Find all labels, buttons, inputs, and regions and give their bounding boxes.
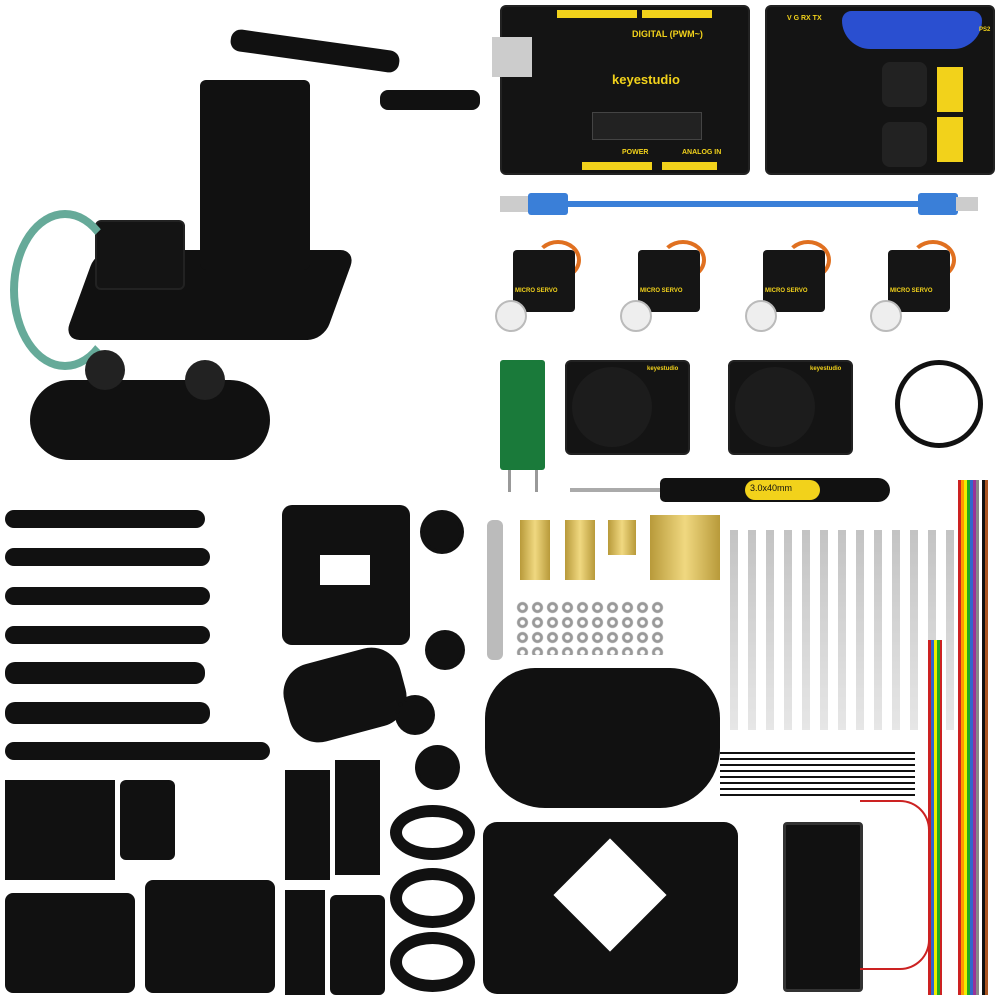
acrylic-panel — [5, 780, 115, 880]
screw-grid — [730, 530, 955, 730]
joystick-controller-plate — [30, 380, 270, 460]
joystick-brand: keyestudio — [810, 366, 842, 372]
motor-shield-board: V G RX TX PS2 — [765, 5, 995, 175]
arm-upper — [229, 28, 401, 74]
keyestudio-main-board: DIGITAL (PWM~) keyestudio POWER ANALOG I… — [492, 5, 750, 175]
bluetooth-pins — [508, 470, 538, 492]
dc-jack-cable — [860, 800, 930, 970]
brass-standoffs — [608, 520, 636, 555]
acrylic-panel — [330, 895, 385, 995]
brass-standoffs — [650, 515, 720, 580]
brass-standoffs — [565, 520, 595, 580]
acrylic-panel — [145, 880, 275, 993]
bracket-cutout — [320, 555, 370, 585]
acrylic-oval — [390, 868, 475, 928]
digital-label: DIGITAL (PWM~) — [632, 29, 703, 39]
servo-header — [937, 117, 963, 162]
joystick-brand: keyestudio — [647, 366, 679, 372]
arm-tower — [200, 80, 310, 270]
microcontroller-chip — [592, 112, 702, 140]
cable-ties — [720, 752, 915, 797]
joystick-module: keyestudio — [565, 360, 690, 455]
acrylic-oval — [390, 932, 475, 992]
servo-header — [937, 67, 963, 112]
brass-standoffs — [520, 520, 550, 580]
acrylic-panel — [120, 780, 175, 860]
servo-label: MICRO SERVO — [890, 288, 933, 294]
acrylic-panel — [335, 760, 380, 875]
joystick-knob — [85, 350, 125, 390]
digital-header — [642, 10, 712, 18]
dupont-wire-short — [928, 640, 942, 995]
acrylic-link — [5, 702, 210, 724]
joystick-module: keyestudio — [728, 360, 853, 455]
wrench — [487, 520, 503, 660]
ps2-label: PS2 — [979, 27, 991, 33]
micro-servo: MICRO SERVO — [870, 240, 960, 340]
power-label: POWER — [622, 149, 649, 156]
micro-servo: MICRO SERVO — [495, 240, 585, 340]
analog-label: ANALOG IN — [682, 149, 722, 156]
usb-port — [492, 37, 532, 77]
acrylic-link — [5, 510, 205, 528]
servo-label: MICRO SERVO — [515, 288, 558, 294]
micro-servo: MICRO SERVO — [620, 240, 710, 340]
acrylic-link — [5, 587, 210, 605]
acrylic-panel — [5, 893, 135, 993]
screwdriver: 3.0x40mm — [570, 470, 895, 510]
assembled-robot-arm — [10, 10, 490, 480]
dupont-wire-bundle — [958, 480, 988, 995]
usb-cable — [500, 193, 980, 215]
acrylic-gripper-part — [276, 640, 414, 750]
acrylic-link — [5, 742, 270, 760]
battery-holder — [783, 822, 863, 992]
screwdriver-size-label: 3.0x40mm — [750, 483, 793, 493]
gear — [395, 695, 435, 735]
micro-servo: MICRO SERVO — [745, 240, 835, 340]
arm-gripper — [380, 90, 480, 110]
joystick-knob — [185, 360, 225, 400]
acrylic-panel — [285, 890, 325, 995]
power-header — [582, 162, 652, 170]
acrylic-panel — [285, 770, 330, 880]
ps2-receiver-socket — [842, 11, 982, 49]
bluetooth-module — [500, 360, 545, 470]
acrylic-link — [5, 626, 210, 644]
gear — [425, 630, 465, 670]
acrylic-link — [5, 662, 205, 684]
gear — [420, 510, 464, 554]
ribbon-cable — [10, 210, 120, 370]
digital-header — [557, 10, 637, 18]
analog-header — [662, 162, 717, 170]
acrylic-gamepad-plate — [485, 668, 720, 808]
acrylic-link — [5, 548, 210, 566]
acrylic-oval — [390, 805, 475, 860]
nut-grid — [515, 600, 665, 655]
servo-label: MICRO SERVO — [640, 288, 683, 294]
acrylic-ring — [895, 360, 983, 448]
inductor — [882, 122, 927, 167]
shield-pins-label: V G RX TX — [787, 15, 822, 22]
gear — [415, 745, 460, 790]
brand-logo: keyestudio — [612, 72, 680, 87]
inductor — [882, 62, 927, 107]
servo-label: MICRO SERVO — [765, 288, 808, 294]
